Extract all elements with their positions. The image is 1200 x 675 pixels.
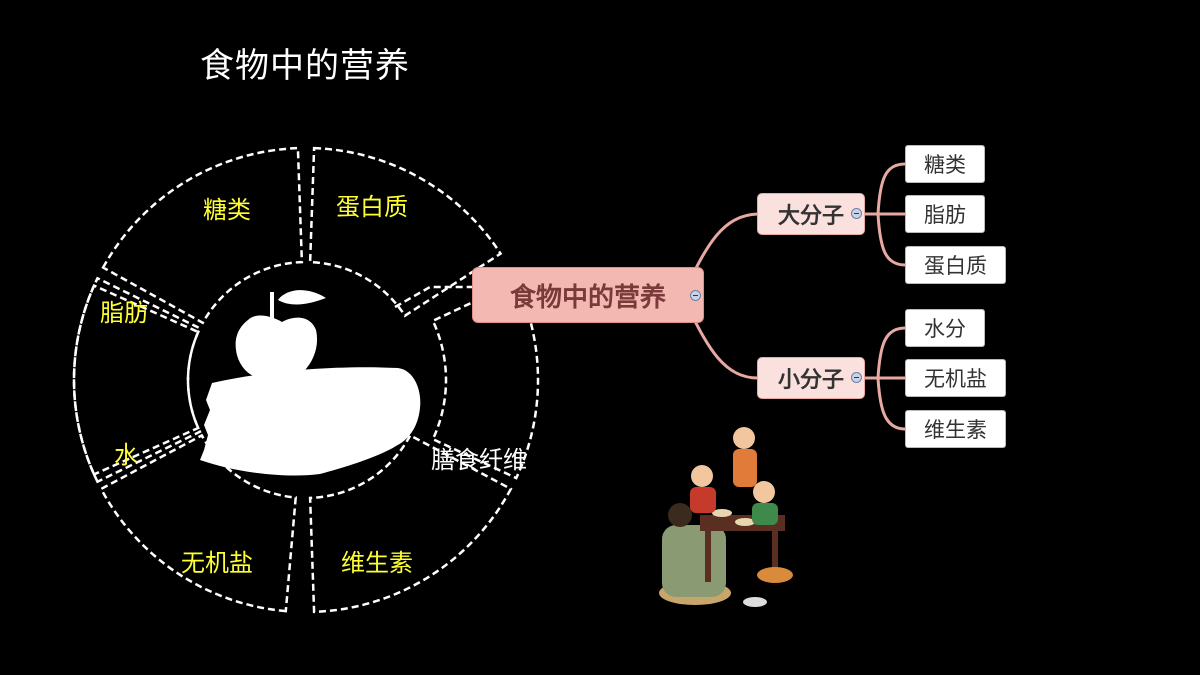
ring-label-water: 水 [114, 441, 138, 469]
branch-node-small-molecule[interactable]: 小分子 [757, 357, 865, 399]
branch-collapse-icon[interactable] [851, 208, 862, 219]
ring-label-protein: 蛋白质 [336, 193, 408, 221]
ring-segment-protein [308, 146, 503, 318]
ring-label-minerals: 无机盐 [181, 549, 253, 577]
leaf-node-fat[interactable]: 脂肪 [905, 195, 985, 233]
ring-label-sugar: 糖类 [203, 196, 251, 224]
ring-label-fiber: 膳食纤维 [431, 446, 527, 474]
branch-node-macromolecule[interactable]: 大分子 [757, 193, 865, 235]
ring-label-fat: 脂肪 [100, 299, 148, 327]
page-title: 食物中的营养 [200, 46, 410, 86]
ring-segment-fiber [431, 280, 540, 480]
root-collapse-icon[interactable] [690, 290, 701, 301]
branch-collapse-icon[interactable] [851, 372, 862, 383]
leaf-label: 蛋白质 [924, 254, 987, 278]
root-node-label: 食物中的营养 [509, 282, 666, 313]
ring-label-vitamins: 维生素 [341, 549, 413, 577]
leaf-label: 无机盐 [924, 367, 987, 391]
family-dinner-icon [659, 427, 793, 607]
leaf-node-vitamins[interactable]: 维生素 [905, 410, 1006, 448]
leaf-label: 糖类 [924, 153, 966, 177]
leaf-node-sugar[interactable]: 糖类 [905, 145, 985, 183]
ring-segment-minerals [99, 433, 298, 613]
ring-segment-sugar [101, 146, 304, 325]
branch-label: 小分子 [777, 368, 844, 393]
ring-to-root-connector [394, 285, 472, 309]
ring-segment-vitamins [308, 433, 513, 614]
apple-on-books-icon [200, 290, 421, 476]
ring-segment-water [72, 276, 202, 477]
leaf-node-water[interactable]: 水分 [905, 309, 985, 347]
branch-label: 大分子 [777, 204, 844, 229]
leaf-node-protein[interactable]: 蛋白质 [905, 246, 1006, 284]
leaf-node-minerals[interactable]: 无机盐 [905, 359, 1006, 397]
leaf-label: 水分 [924, 317, 966, 341]
leaf-label: 维生素 [924, 418, 987, 442]
leaf-label: 脂肪 [924, 203, 966, 227]
mindmap-root-node[interactable]: 食物中的营养 [472, 267, 704, 323]
